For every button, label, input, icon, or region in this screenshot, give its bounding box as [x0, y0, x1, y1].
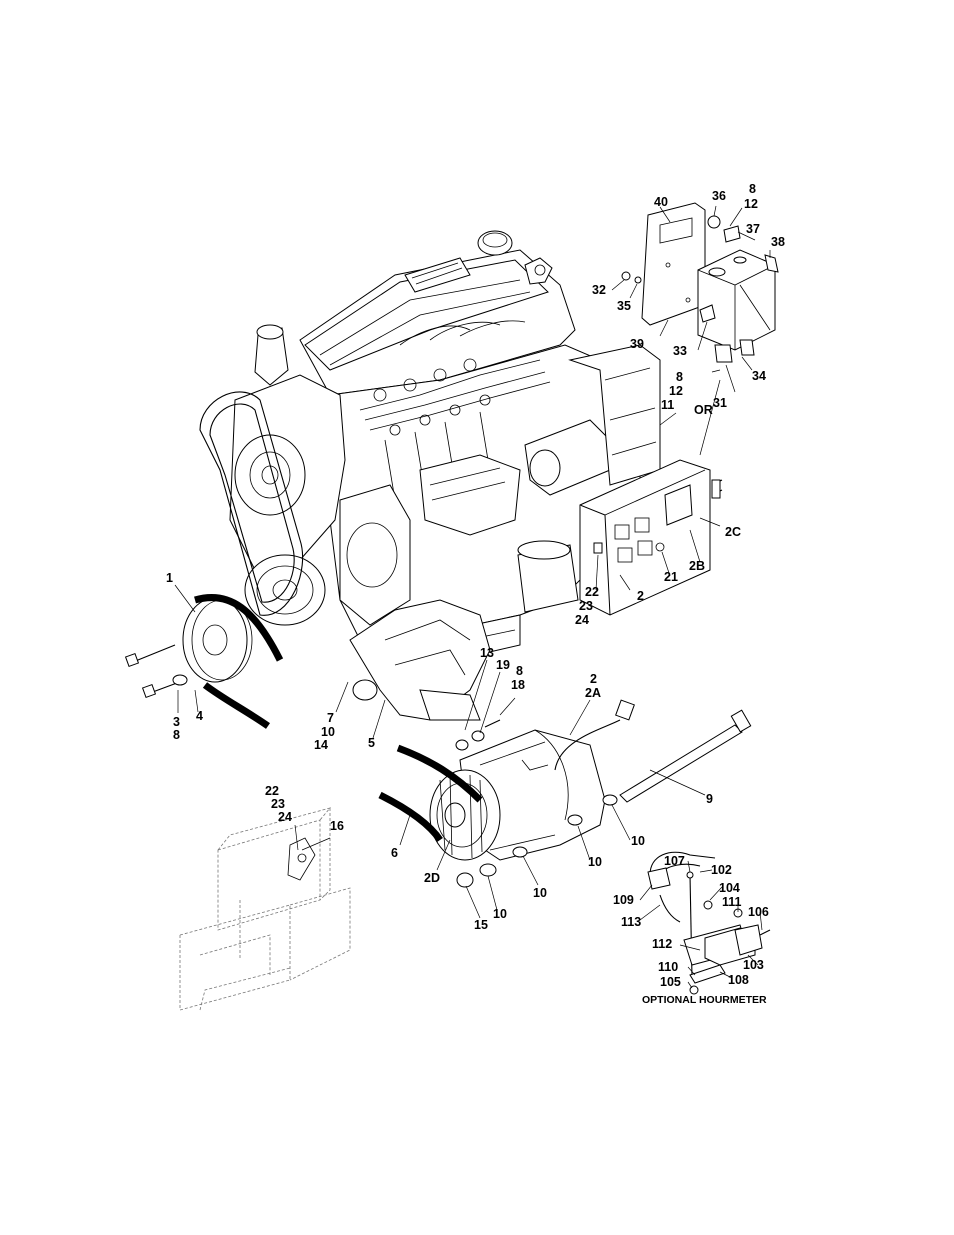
callout-113: 113	[621, 915, 641, 929]
optional-hourmeter-caption: OPTIONAL HOURMETER	[642, 994, 767, 1006]
bolts-3-4	[126, 645, 187, 697]
callout-2: 2	[590, 672, 597, 686]
callout-5: 5	[368, 736, 375, 750]
callout-106: 106	[748, 905, 769, 919]
callout-108: 108	[728, 973, 749, 987]
callout-8: 8	[173, 728, 180, 742]
callout-2c: 2C	[725, 525, 741, 539]
callout-32: 32	[592, 283, 606, 297]
callout-9: 9	[706, 792, 713, 806]
callout-39: 39	[630, 337, 644, 351]
callout-24: 24	[278, 810, 292, 824]
callout-36: 36	[712, 189, 726, 203]
callout-10: 10	[533, 886, 547, 900]
callout-22: 22	[265, 784, 279, 798]
callout-18: 18	[511, 678, 525, 692]
callout-6: 6	[391, 846, 398, 860]
callout-112: 112	[652, 937, 672, 951]
callout-11: 11	[661, 398, 674, 412]
callout-110: 110	[658, 960, 678, 974]
callout-10: 10	[493, 907, 507, 921]
callout-22: 22	[585, 585, 599, 599]
callout-40: 40	[654, 195, 668, 209]
callout-14: 14	[314, 738, 328, 752]
callout-23: 23	[579, 599, 593, 613]
callout-10: 10	[321, 725, 335, 739]
callout-7: 7	[327, 711, 334, 725]
callout-21: 21	[664, 570, 678, 584]
callout-1: 1	[166, 571, 173, 585]
callout-10: 10	[588, 855, 602, 869]
callout-2a: 2A	[585, 686, 601, 700]
callout-13: 13	[480, 646, 494, 660]
callout-8: 8	[516, 664, 523, 678]
callout-or: OR	[694, 403, 713, 417]
callout-8: 8	[749, 182, 756, 196]
callout-33: 33	[673, 344, 687, 358]
callout-102: 102	[711, 863, 732, 877]
callout-38: 38	[771, 235, 785, 249]
callout-103: 103	[743, 958, 764, 972]
callout-105: 105	[660, 975, 681, 989]
callout-19: 19	[496, 658, 510, 672]
callout-34: 34	[752, 369, 766, 383]
callout-2b: 2B	[689, 559, 705, 573]
callout-4: 4	[196, 709, 203, 723]
callout-37: 37	[746, 222, 760, 236]
callout-8: 8	[676, 370, 683, 384]
callout-31: 31	[713, 396, 727, 410]
callout-16: 16	[330, 819, 344, 833]
callout-107: 107	[664, 854, 685, 868]
callout-104: 104	[719, 881, 740, 895]
callout-3: 3	[173, 715, 180, 729]
callout-35: 35	[617, 299, 631, 313]
callout-23: 23	[271, 797, 285, 811]
callout-24: 24	[575, 613, 589, 627]
callout-10: 10	[631, 834, 645, 848]
bolt-9	[620, 710, 751, 802]
callout-15: 15	[474, 918, 488, 932]
callout-12: 12	[669, 384, 683, 398]
callout-109: 109	[613, 893, 634, 907]
callout-12: 12	[744, 197, 758, 211]
mounting-frame-dashed	[180, 808, 350, 1010]
alternator-2	[380, 700, 634, 860]
callout-2d: 2D	[424, 871, 440, 885]
callout-2: 2	[637, 589, 644, 603]
callout-111: 111	[722, 895, 742, 909]
